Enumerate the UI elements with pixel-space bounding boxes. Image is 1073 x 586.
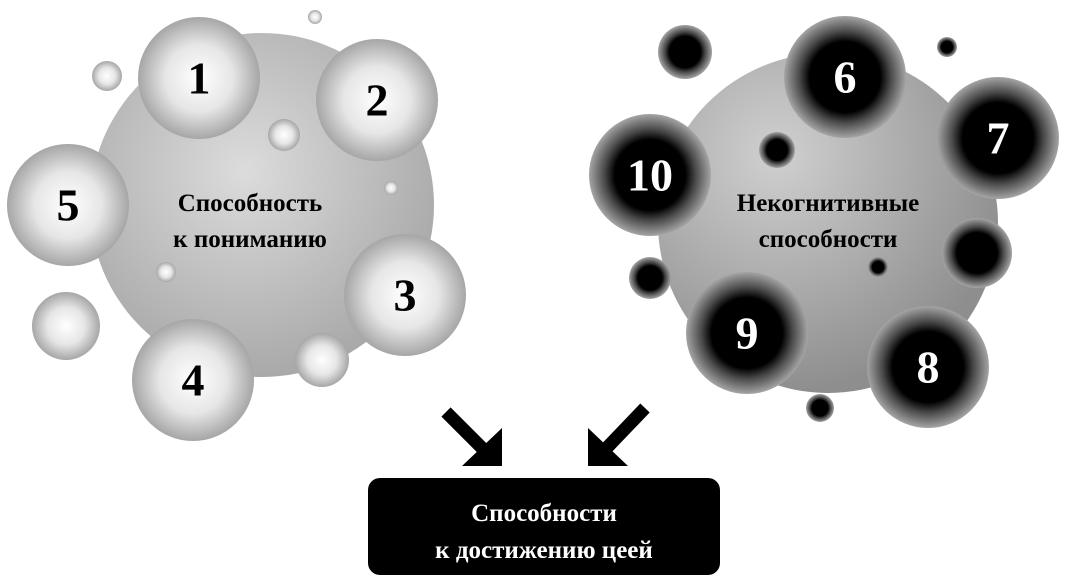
bubble-number-8: 8 [917,342,940,393]
result-box-line1: Способности [471,500,617,527]
small-dark-bubble [937,37,957,57]
bubble-number-5: 5 [57,180,80,231]
arrow-right-icon [588,403,650,466]
small-dark-bubble [868,257,888,277]
small-light-bubble [268,119,300,151]
bubble-number-10: 10 [627,150,673,201]
bubble-number-6: 6 [834,52,857,103]
left-group-title-line2: к пониманию [173,226,327,253]
bubble-4 [132,319,254,441]
small-light-bubble [384,181,398,195]
right-group-title-line1: Некогнитивные [737,190,919,217]
small-dark-bubble [806,394,834,422]
bubble-5 [7,144,129,266]
bubble-number-4: 4 [182,355,205,406]
bubble-3 [344,234,466,356]
bubble-9 [686,272,808,394]
bubble-number-9: 9 [736,308,759,359]
bubble-number-2: 2 [366,75,389,126]
arrow-left-icon [441,407,502,466]
small-light-bubble [92,61,122,91]
small-dark-bubble [942,218,1012,288]
bubble-number-1: 1 [188,53,211,104]
small-light-bubble [156,262,176,282]
small-light-bubble [295,333,349,387]
small-dark-bubble [629,257,671,299]
bubble-2 [316,39,438,161]
result-box [368,478,720,575]
small-dark-bubble [759,132,795,168]
small-dark-bubble [658,25,712,79]
left-group-title-line1: Способность [178,190,323,217]
bubble-6 [784,16,906,138]
bubble-8 [867,306,989,428]
bubble-number-7: 7 [987,113,1010,164]
bubble-7 [937,77,1059,199]
small-light-bubble [32,292,100,360]
small-light-bubble [308,10,322,24]
bubble-number-3: 3 [394,270,417,321]
result-box-line2: к достижению цеей [435,537,653,564]
right-group-title-line2: способности [759,226,898,253]
bubble-1 [138,17,260,139]
bubble-10 [589,114,711,236]
